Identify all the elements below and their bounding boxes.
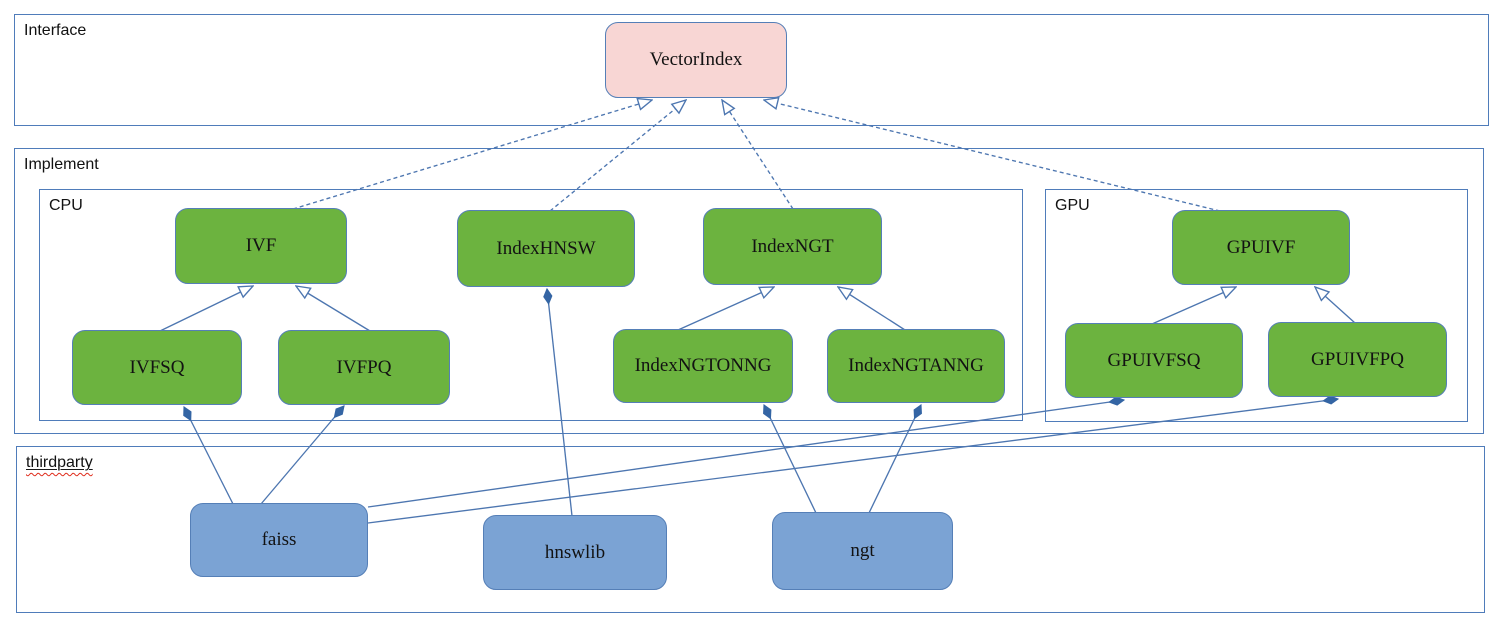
node-indexngtanng[interactable]: IndexNGTANNG [827, 329, 1005, 403]
container-label-text-implement: Implement [24, 156, 99, 173]
node-label-ivfpq: IVFPQ [336, 356, 392, 378]
node-label-vectorindex: VectorIndex [649, 49, 743, 70]
container-label-text-interface: Interface [24, 22, 87, 39]
container-label-interface: Interface [24, 21, 86, 41]
node-ivf[interactable]: IVF [175, 208, 347, 284]
node-ngt[interactable]: ngt [772, 512, 953, 590]
node-label-ivfsq: IVFSQ [129, 356, 185, 378]
node-label-indexngt: IndexNGT [751, 235, 834, 257]
node-label-indexhnsw: IndexHNSW [496, 237, 596, 259]
container-label-implement: Implement [24, 155, 99, 175]
node-label-ivf: IVF [245, 235, 277, 256]
node-ivfpq[interactable]: IVFPQ [278, 330, 450, 405]
node-ivfsq[interactable]: IVFSQ [72, 330, 242, 405]
node-label-gpuivf: GPUIVF [1226, 236, 1296, 258]
node-hnswlib[interactable]: hnswlib [483, 515, 667, 590]
container-label-thirdparty: thirdparty [26, 453, 93, 473]
container-label-gpu: GPU [1055, 196, 1090, 216]
node-label-gpuivfsq: GPUIVFSQ [1107, 349, 1201, 371]
node-indexngt[interactable]: IndexNGT [703, 208, 882, 285]
container-label-text-cpu: CPU [49, 197, 83, 214]
node-label-hnswlib: hnswlib [544, 541, 606, 563]
node-gpuivf[interactable]: GPUIVF [1172, 210, 1350, 285]
node-faiss[interactable]: faiss [190, 503, 368, 577]
node-vectorindex[interactable]: VectorIndex [605, 22, 787, 98]
node-label-faiss: faiss [261, 529, 297, 550]
node-indexhnsw[interactable]: IndexHNSW [457, 210, 635, 287]
node-label-indexngtonng: IndexNGTONNG [634, 355, 772, 376]
node-indexngtonng[interactable]: IndexNGTONNG [613, 329, 793, 403]
container-label-text-thirdparty: thirdparty [26, 454, 93, 471]
node-gpuivfsq[interactable]: GPUIVFSQ [1065, 323, 1243, 398]
container-label-text-gpu: GPU [1055, 197, 1090, 214]
container-label-cpu: CPU [49, 196, 83, 216]
node-label-gpuivfpq: GPUIVFPQ [1311, 348, 1404, 370]
node-gpuivfpq[interactable]: GPUIVFPQ [1268, 322, 1447, 397]
node-label-indexngtanng: IndexNGTANNG [848, 355, 984, 376]
node-label-ngt: ngt [850, 540, 875, 561]
